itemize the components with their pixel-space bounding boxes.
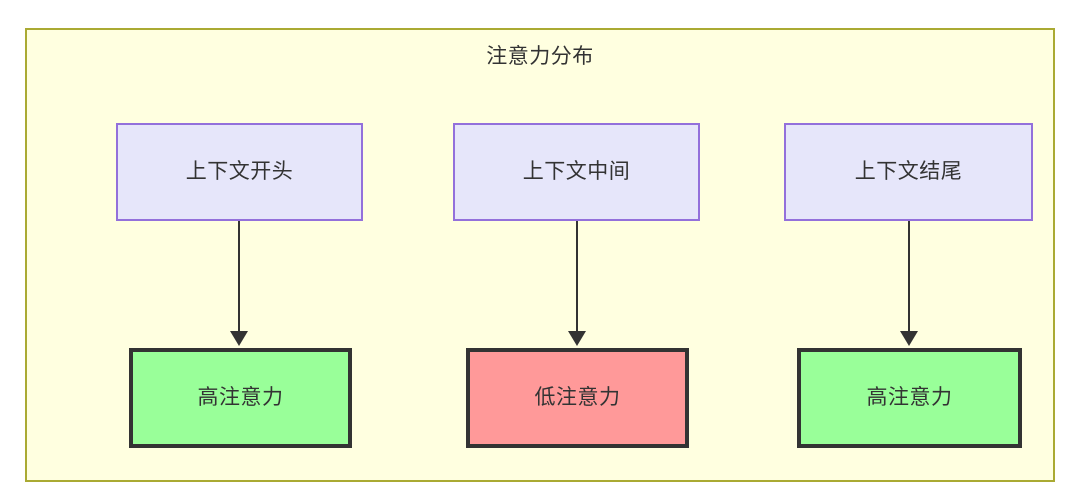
node-context-end-label: 上下文结尾 bbox=[854, 160, 963, 183]
edge-line bbox=[238, 221, 240, 334]
node-attention-start-label: 高注意力 bbox=[197, 386, 284, 409]
node-attention-end-label: 高注意力 bbox=[866, 386, 953, 409]
arrowhead-down-icon bbox=[230, 331, 248, 346]
edge-context-end-to-attention-end bbox=[898, 221, 920, 348]
diagram-frame: 注意力分布 上下文开头 上下文中间 上下文结尾 高注意力 低 bbox=[25, 28, 1055, 482]
edge-context-middle-to-attention-middle bbox=[566, 221, 588, 348]
node-context-middle-label: 上下文中间 bbox=[522, 160, 631, 183]
node-attention-end[interactable]: 高注意力 bbox=[797, 348, 1022, 448]
diagram-title: 注意力分布 bbox=[486, 45, 594, 68]
node-context-end[interactable]: 上下文结尾 bbox=[784, 123, 1033, 221]
arrowhead-down-icon bbox=[900, 331, 918, 346]
edge-context-start-to-attention-start bbox=[228, 221, 250, 348]
node-context-middle[interactable]: 上下文中间 bbox=[453, 123, 700, 221]
node-attention-middle[interactable]: 低注意力 bbox=[466, 348, 689, 448]
node-attention-start[interactable]: 高注意力 bbox=[129, 348, 352, 448]
node-attention-middle-label: 低注意力 bbox=[534, 386, 621, 409]
edge-line bbox=[908, 221, 910, 334]
arrowhead-down-icon bbox=[568, 331, 586, 346]
node-context-start[interactable]: 上下文开头 bbox=[116, 123, 363, 221]
node-context-start-label: 上下文开头 bbox=[185, 160, 294, 183]
edge-line bbox=[576, 221, 578, 334]
